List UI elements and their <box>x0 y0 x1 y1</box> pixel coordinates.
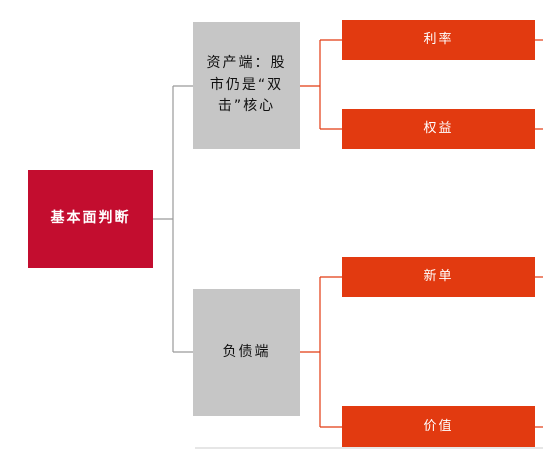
leaf-node-label: 价值 <box>423 419 454 435</box>
branch-node-liability-side: 负债端 <box>193 289 300 416</box>
branch-node-label: 资产端：股 市仍是“双 击”核心 <box>207 53 287 118</box>
leaf-node-value: 价值 <box>342 406 535 449</box>
leaf-node-label: 权益 <box>423 120 454 136</box>
branch-label-line: 市仍是“双 <box>209 76 284 93</box>
branch-node-asset-side: 资产端：股 市仍是“双 击”核心 <box>193 22 300 149</box>
root-node-fundamentals: 基本面判断 <box>28 170 153 268</box>
branch-label-line: 击”核心 <box>217 98 276 115</box>
leaf-node-label: 利率 <box>423 31 454 47</box>
branch-node-label: 负债端 <box>222 343 271 360</box>
leaf-node-label: 新单 <box>423 268 454 284</box>
leaf-node-equity: 权益 <box>342 109 535 149</box>
root-node-label: 基本面判断 <box>50 210 131 227</box>
branch-label-line: 资产端：股 <box>206 54 287 71</box>
leaf-node-interest-rate: 利率 <box>342 20 535 60</box>
bottom-divider <box>195 447 543 449</box>
leaf-node-new-business: 新单 <box>342 257 535 297</box>
